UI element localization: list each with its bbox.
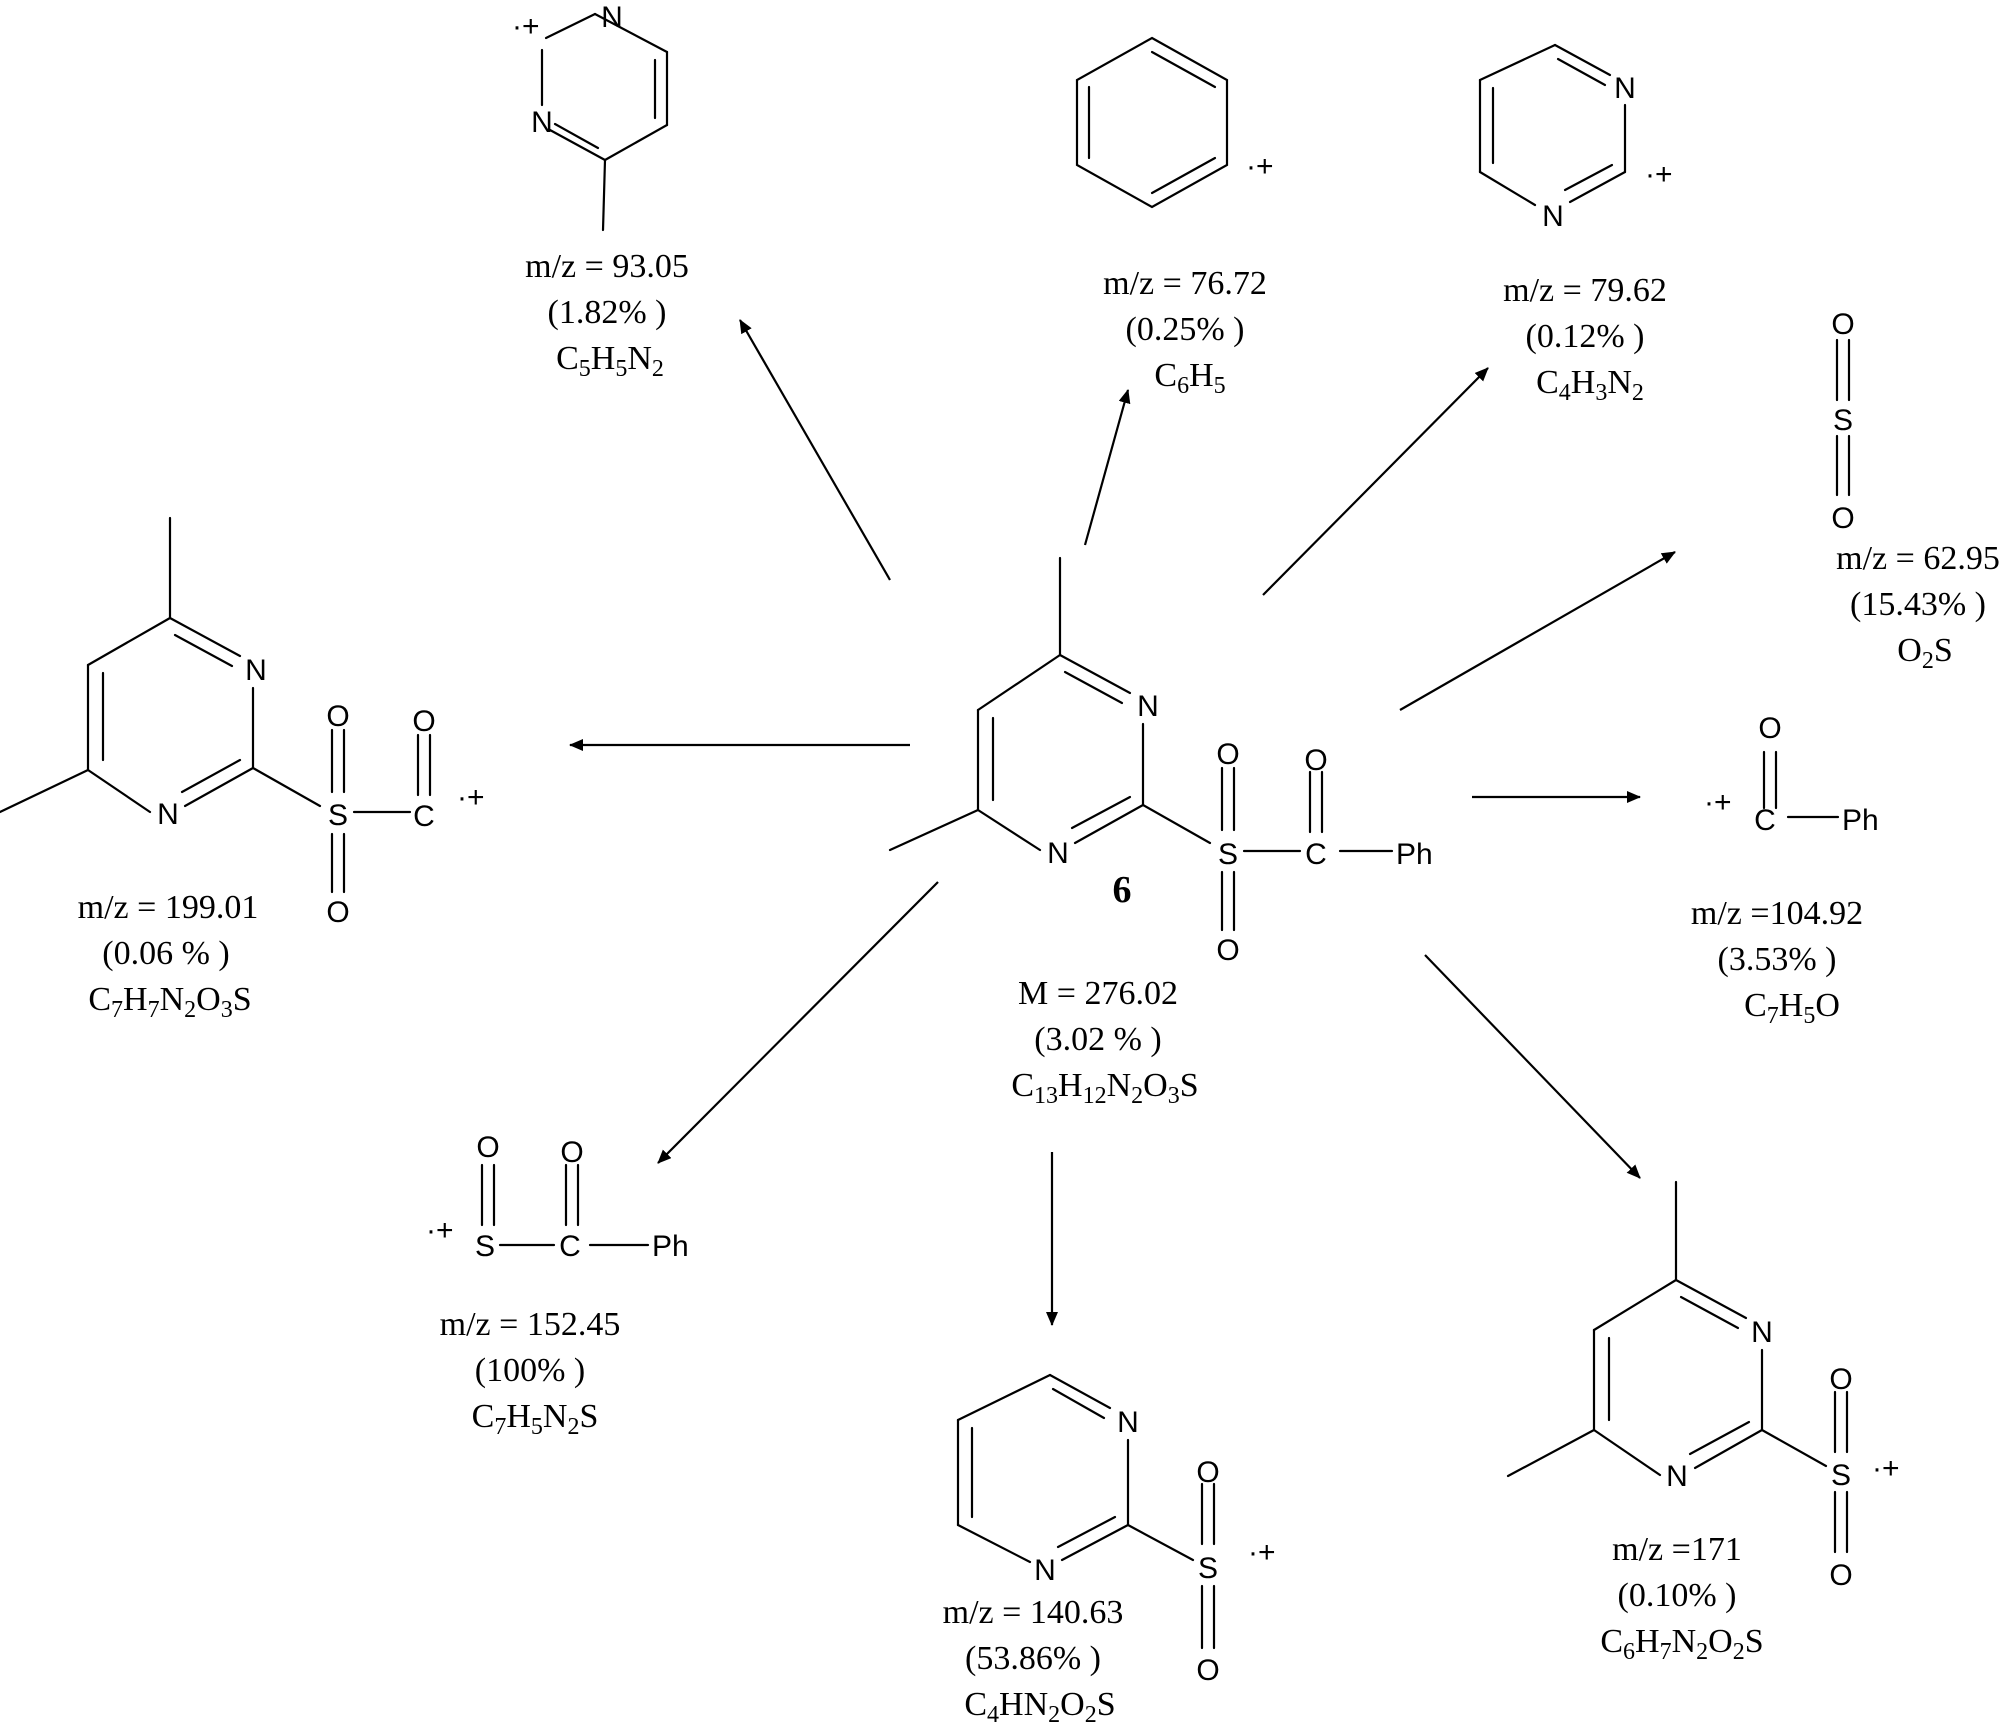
mz-171: m/z =171: [1612, 1531, 1742, 1568]
f199-n2: N: [157, 798, 179, 831]
fragment-93: ·+ N N m/z = 93.05 (1.82% ) C5​H5​N2​: [512, 1, 689, 382]
charge-141: ·+: [1248, 1536, 1276, 1569]
f93-n2: N: [531, 106, 553, 139]
fragmentation-arrows: [569, 319, 1676, 1326]
f93-n1: N: [601, 1, 623, 34]
f141-s: S: [1198, 1552, 1218, 1585]
mz-63: m/z = 62.95: [1836, 540, 2000, 577]
abundance-141: (53.86% ): [965, 1640, 1101, 1677]
parent-n-bottom: N: [1047, 837, 1069, 870]
mz-93: m/z = 93.05: [525, 248, 689, 285]
f171-s: S: [1831, 1459, 1851, 1492]
parent-sulfur: S: [1218, 838, 1238, 871]
parent-oxygen-s-bottom: O: [1216, 934, 1239, 967]
mz-76: m/z = 76.72: [1103, 265, 1267, 302]
f63-o1: O: [1831, 308, 1854, 341]
f199-o1: O: [326, 700, 349, 733]
abundance-152: (100% ): [475, 1352, 585, 1389]
fragment-79: N N ·+ m/z = 79.62 (0.12% ) C4​H3​N2​: [1478, 43, 1673, 406]
mz-141: m/z = 140.63: [943, 1594, 1124, 1631]
f105-o: O: [1758, 712, 1781, 745]
mz-105: m/z =104.92: [1691, 895, 1863, 932]
abundance-93: (1.82% ): [548, 294, 667, 331]
arrow-to-63: [1399, 551, 1676, 711]
fragment-152: S O C O Ph ·+ m/z = 152.45 (100% ) C7​H5…: [426, 1131, 689, 1440]
parent-n-top: N: [1137, 690, 1159, 723]
f199-o2: O: [326, 896, 349, 929]
formula-105: C7​H5​O: [1744, 987, 1840, 1029]
f171-o1: O: [1829, 1363, 1852, 1396]
f152-s: S: [475, 1230, 495, 1263]
f152-o-s: O: [476, 1131, 499, 1164]
parent-carbon: C: [1305, 838, 1327, 871]
fragment-171: N N S O O ·+ m/z =171 (0.10% ) C6​H7​N2​…: [1506, 1180, 1900, 1665]
f171-n2: N: [1666, 1460, 1688, 1493]
f141-n1: N: [1117, 1406, 1139, 1439]
mz-79: m/z = 79.62: [1503, 272, 1667, 309]
formula-171: C6​H7​N2​O2​S: [1600, 1623, 1763, 1665]
parent-mass: M = 276.02: [1018, 975, 1178, 1012]
abundance-63: (15.43% ): [1850, 586, 1986, 623]
arrow-to-171: [1424, 954, 1641, 1179]
charge-199: ·+: [457, 781, 485, 814]
f152-ph: Ph: [652, 1230, 689, 1263]
parent-molecule: N N S O O C O Ph 6 M = 276.02 (3.02 % ) …: [888, 556, 1433, 1109]
formula-79: C4​H3​N2​: [1536, 364, 1644, 406]
abundance-105: (3.53% ): [1718, 941, 1837, 978]
charge-152: ·+: [426, 1214, 454, 1247]
f152-o-c: O: [560, 1136, 583, 1169]
f171-n1: N: [1751, 1316, 1773, 1349]
f79-n1: N: [1614, 72, 1636, 105]
formula-141: C4​HN2​O2​S: [964, 1686, 1115, 1725]
formula-152: C7​H5​N2​S: [472, 1398, 599, 1440]
f199-c: C: [413, 800, 435, 833]
f105-ph: Ph: [1842, 804, 1879, 837]
compound-number: 6: [1113, 869, 1132, 911]
arrow-to-79: [1262, 367, 1489, 596]
f152-c: C: [559, 1230, 581, 1263]
mz-152: m/z = 152.45: [440, 1306, 621, 1343]
parent-abundance: (3.02 % ): [1034, 1021, 1161, 1058]
f63-o2: O: [1831, 502, 1854, 535]
parent-oxygen-c: O: [1304, 744, 1327, 777]
formula-93: C5​H5​N2​: [556, 340, 664, 382]
charge-79: ·+: [1645, 158, 1673, 191]
abundance-79: (0.12% ): [1526, 318, 1645, 355]
abundance-199: (0.06 % ): [102, 935, 229, 972]
f199-s: S: [328, 799, 348, 832]
abundance-76: (0.25% ): [1126, 311, 1245, 348]
fragment-105: O C Ph ·+ m/z =104.92 (3.53% ) C7​H5​O: [1691, 712, 1879, 1029]
arrow-to-93: [739, 319, 891, 581]
f141-n2: N: [1034, 1554, 1056, 1587]
fragment-76: ·+ m/z = 76.72 (0.25% ) C6​H5​: [1075, 36, 1274, 399]
f141-o1: O: [1196, 1456, 1219, 1489]
charge-93: ·+: [512, 10, 540, 43]
f63-s: S: [1833, 404, 1853, 437]
parent-phenyl: Ph: [1396, 838, 1433, 871]
fragment-141: N N S O O ·+ m/z = 140.63 (53.86% ) C4​H…: [943, 1373, 1276, 1725]
formula-76: C6​H5​: [1154, 357, 1225, 399]
formula-199: C7​H7​N2​O3​S: [88, 981, 251, 1023]
charge-105: ·+: [1704, 786, 1732, 819]
fragment-199: N N S O O C O ·+ m/z = 199.01 (0.06 % ) …: [0, 516, 485, 1023]
arrow-to-152: [657, 881, 939, 1164]
mz-199: m/z = 199.01: [78, 889, 259, 926]
f141-o2: O: [1196, 1654, 1219, 1687]
charge-76: ·+: [1246, 150, 1274, 183]
parent-formula: C13​H12​N2​O3​S: [1011, 1067, 1198, 1109]
fragment-63: O S O m/z = 62.95 (15.43% ) O2​S: [1831, 308, 2000, 674]
arrow-to-76: [1083, 389, 1131, 546]
formula-63: O2​S: [1897, 632, 1952, 674]
parent-oxygen-s-top: O: [1216, 738, 1239, 771]
f105-c: C: [1754, 804, 1776, 837]
abundance-171: (0.10% ): [1618, 1577, 1737, 1614]
f79-n2: N: [1542, 200, 1564, 233]
f199-n1: N: [245, 654, 267, 687]
charge-171: ·+: [1872, 1452, 1900, 1485]
f199-o-c: O: [412, 705, 435, 738]
f171-o2: O: [1829, 1559, 1852, 1592]
